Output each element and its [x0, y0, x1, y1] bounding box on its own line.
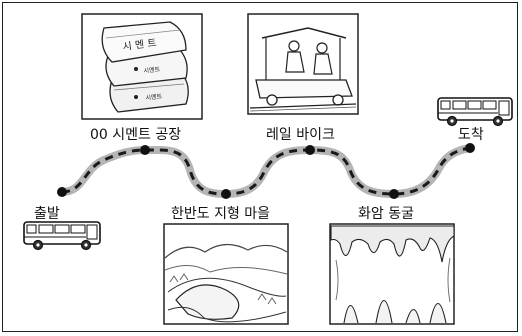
stop-node-rail-bike: [305, 145, 315, 155]
stop-node-terrain-village: [221, 189, 231, 199]
start-node: [57, 187, 67, 197]
cement-sacks-illustration: 시 멘 트 시멘트 시멘트: [81, 13, 203, 120]
sack-bottom-label: 시멘트: [145, 92, 163, 102]
stop-node-cave: [389, 189, 399, 199]
sack-top-label: 시 멘 트: [122, 37, 157, 53]
label-end: 도착: [458, 127, 484, 143]
terrain-village-illustration: [163, 223, 289, 325]
cave-illustration: [329, 223, 455, 325]
label-rail-bike: 레일 바이크: [266, 127, 335, 143]
bus-icon: [437, 97, 513, 127]
sack-middle-label: 시멘트: [143, 65, 161, 75]
end-node: [465, 143, 475, 153]
stop-node-cement-factory: [140, 145, 150, 155]
label-start: 출발: [34, 206, 60, 222]
road-path: [58, 144, 474, 199]
rail-bike-illustration: [247, 13, 359, 115]
label-terrain-village: 한반도 지형 마을: [171, 206, 271, 222]
bus-icon: [23, 221, 101, 251]
label-cave: 화암 동굴: [358, 206, 414, 222]
label-cement-factory: 00 시멘트 공장: [90, 127, 182, 143]
outer-frame: [2, 2, 518, 332]
